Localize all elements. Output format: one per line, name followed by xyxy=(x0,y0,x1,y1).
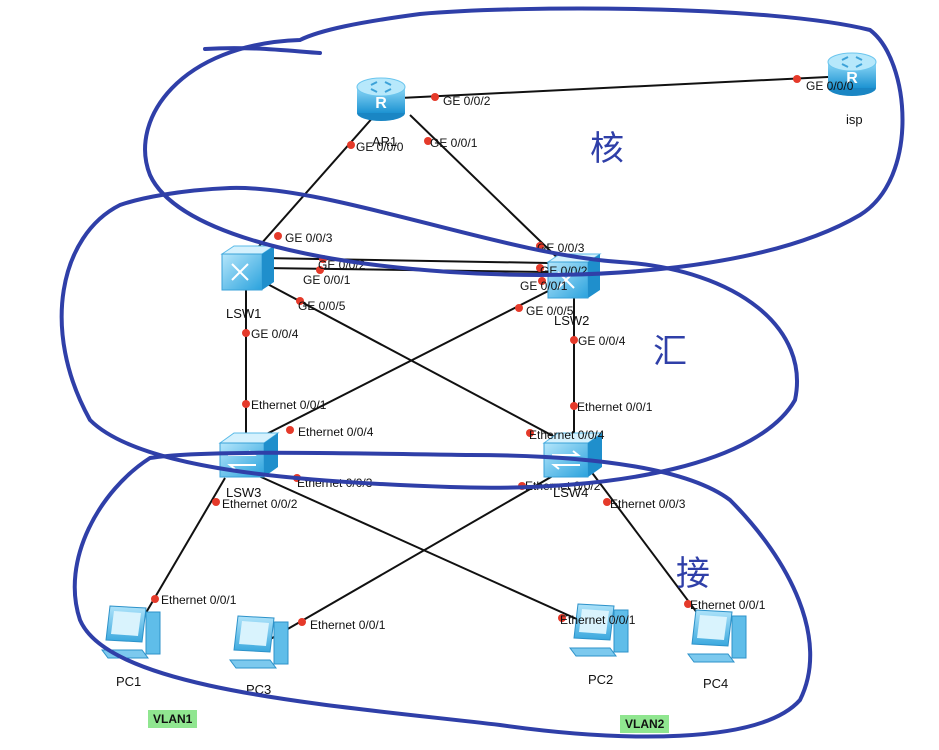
vlan1-tag: VLAN1 xyxy=(148,710,198,728)
port-dot[interactable] xyxy=(570,402,578,410)
pen-stroke xyxy=(203,46,322,55)
port-dot[interactable] xyxy=(793,75,801,83)
port-label: Ethernet 0/0/1 xyxy=(690,598,766,612)
port-dot[interactable] xyxy=(316,266,324,274)
device-label-isp: isp xyxy=(846,112,863,127)
router-isp[interactable]: R xyxy=(827,52,877,96)
device-label-pc2: PC2 xyxy=(588,672,613,687)
switch-lsw4[interactable] xyxy=(542,432,604,478)
port-dot[interactable] xyxy=(286,426,294,434)
port-label: GE 0/0/0 xyxy=(356,140,404,154)
port-label: Ethernet 0/0/1 xyxy=(560,613,636,627)
port-label: GE 0/0/4 xyxy=(251,327,299,341)
device-label-pc1: PC1 xyxy=(116,674,141,689)
port-label: Ethernet 0/0/4 xyxy=(298,425,374,439)
port-label: Ethernet 0/0/2 xyxy=(222,497,298,511)
port-dot[interactable] xyxy=(274,232,282,240)
hand-drawn-outlines xyxy=(59,6,905,739)
link-lsw4-pc3[interactable] xyxy=(259,465,571,646)
port-dot[interactable] xyxy=(151,595,159,603)
port-label: GE 0/0/4 xyxy=(578,334,626,348)
port-label: GE 0/0/1 xyxy=(303,273,351,287)
access-layer-outline xyxy=(72,450,813,739)
links xyxy=(129,75,849,646)
port-label: Ethernet 0/0/1 xyxy=(577,400,653,414)
switch-arrows-icon xyxy=(551,450,581,470)
port-dots xyxy=(151,75,801,626)
link-lsw1-lsw4[interactable] xyxy=(259,279,571,446)
port-dot[interactable] xyxy=(684,600,692,608)
device-label-pc4: PC4 xyxy=(703,676,728,691)
port-label: Ethernet 0/0/3 xyxy=(610,497,686,511)
switch-lsw1[interactable] xyxy=(220,245,276,291)
router-arrows-icon xyxy=(841,56,863,68)
router-glyph-icon: R xyxy=(846,70,858,87)
port-dot[interactable] xyxy=(212,498,220,506)
port-label: GE 0/0/1 xyxy=(520,279,568,293)
pc-pc1[interactable] xyxy=(101,605,161,659)
port-dot[interactable] xyxy=(347,141,355,149)
aggregation-layer-outline xyxy=(59,185,799,490)
port-dot[interactable] xyxy=(296,297,304,305)
switch-arrows-icon xyxy=(231,263,249,281)
port-dot[interactable] xyxy=(558,614,566,622)
port-dot[interactable] xyxy=(570,336,578,344)
port-dot[interactable] xyxy=(536,264,544,272)
port-label: GE 0/0/3 xyxy=(285,231,333,245)
device-label-lsw4: LSW4 xyxy=(553,485,588,500)
router-ar1[interactable]: R xyxy=(356,77,406,121)
port-dot[interactable] xyxy=(526,429,534,437)
router-arrows-icon xyxy=(370,81,392,93)
port-dot[interactable] xyxy=(431,93,439,101)
device-label-ar1: AR1 xyxy=(372,134,397,149)
pc-pc3[interactable] xyxy=(229,615,289,669)
link-lsw1-lsw2-a[interactable] xyxy=(261,257,549,264)
port-dot[interactable] xyxy=(538,277,546,285)
port-dot[interactable] xyxy=(298,618,306,626)
port-dot[interactable] xyxy=(242,329,250,337)
annotation-access: 接 xyxy=(676,554,710,594)
core-layer-outline xyxy=(143,6,905,277)
router-glyph-icon: R xyxy=(375,95,387,112)
port-label: Ethernet 0/0/1 xyxy=(310,618,386,632)
device-label-lsw1: LSW1 xyxy=(226,306,261,321)
annotation-aggregation: 汇 xyxy=(653,332,687,372)
link-ar1-isp[interactable] xyxy=(399,75,849,99)
port-label: Ethernet 0/0/1 xyxy=(251,398,327,412)
vlan2-tag: VLAN2 xyxy=(620,715,670,733)
port-label: GE 0/0/0 xyxy=(806,79,854,93)
pc-pc2[interactable] xyxy=(569,603,629,657)
port-dot[interactable] xyxy=(515,304,523,312)
link-lsw2-lsw3[interactable] xyxy=(244,284,561,446)
port-label: Ethernet 0/0/1 xyxy=(161,593,237,607)
port-label: GE 0/0/5 xyxy=(526,304,574,318)
port-dot[interactable] xyxy=(424,137,432,145)
device-label-lsw3: LSW3 xyxy=(226,485,261,500)
port-label: GE 0/0/2 xyxy=(443,94,491,108)
port-label: Ethernet 0/0/4 xyxy=(529,428,605,442)
port-dot[interactable] xyxy=(242,400,250,408)
link-ar1-lsw1[interactable] xyxy=(244,114,376,263)
device-label-lsw2: LSW2 xyxy=(554,313,589,328)
pc-pc4[interactable] xyxy=(687,609,747,663)
link-lsw3-pc2[interactable] xyxy=(249,471,591,626)
annotation-core: 核 xyxy=(590,129,624,169)
port-label: GE 0/0/1 xyxy=(430,136,478,150)
port-label: GE 0/0/5 xyxy=(298,299,346,313)
port-dot[interactable] xyxy=(603,498,611,506)
